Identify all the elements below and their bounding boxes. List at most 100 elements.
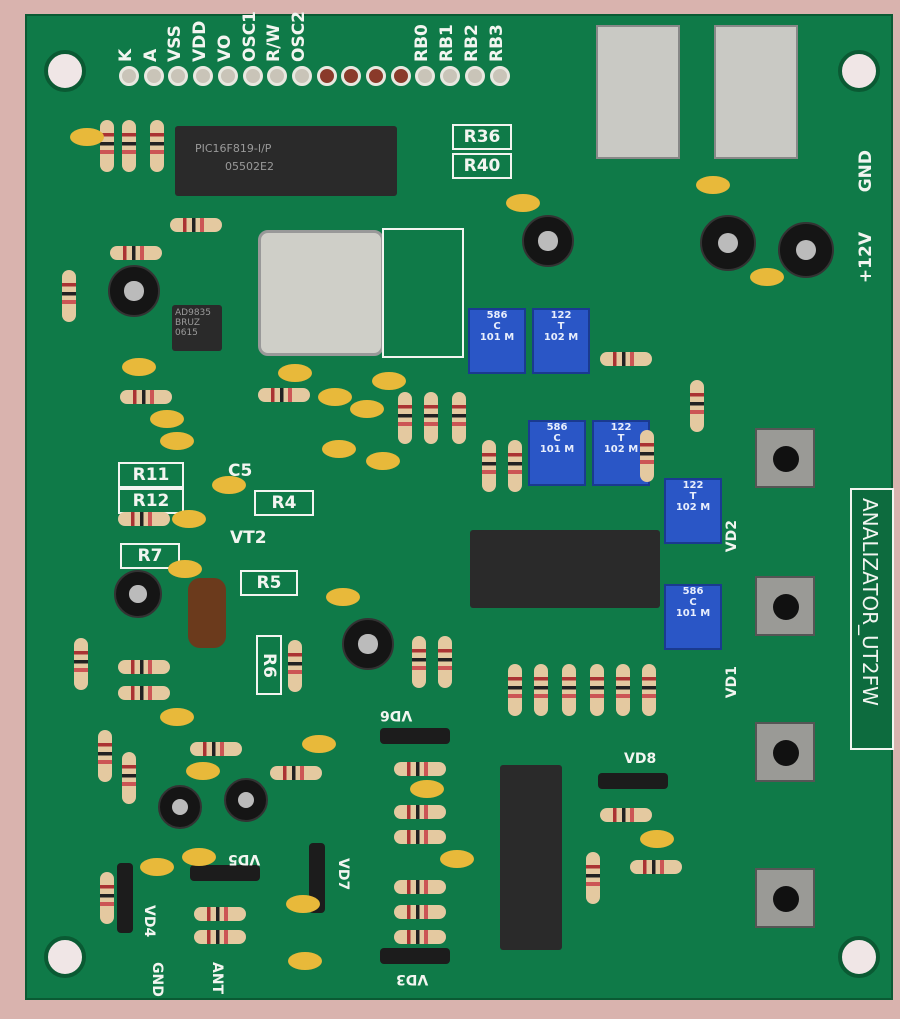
mounting-hole bbox=[44, 936, 86, 978]
resistor bbox=[100, 872, 114, 924]
header-pin bbox=[341, 66, 362, 86]
trimmer-code: T bbox=[617, 433, 625, 444]
ceramic-capacitor bbox=[410, 780, 444, 798]
resistor bbox=[508, 440, 522, 492]
resistor bbox=[394, 830, 446, 844]
mcu-lot: 05502E2 bbox=[225, 160, 274, 173]
pin-label: R/W bbox=[264, 23, 285, 62]
resistor bbox=[562, 664, 576, 716]
trimmer-code: 122 bbox=[610, 422, 632, 433]
push-button[interactable] bbox=[755, 576, 815, 636]
resistor bbox=[398, 392, 412, 444]
electrolytic-capacitor bbox=[778, 222, 834, 278]
ceramic-capacitor bbox=[182, 848, 216, 866]
header-pin bbox=[489, 66, 510, 86]
resistor bbox=[118, 512, 170, 526]
header-pin bbox=[291, 66, 312, 86]
pin-label: RB2 bbox=[461, 24, 482, 62]
pin-label: OSC2 bbox=[288, 11, 309, 62]
r11-label: R11 bbox=[118, 462, 184, 488]
ceramic-capacitor bbox=[640, 830, 674, 848]
ceramic-capacitor bbox=[212, 476, 246, 494]
resistor bbox=[424, 392, 438, 444]
header-pin bbox=[193, 66, 214, 86]
resistor bbox=[482, 440, 496, 492]
resistor bbox=[194, 930, 246, 944]
push-button[interactable] bbox=[755, 722, 815, 782]
ceramic-capacitor bbox=[302, 735, 336, 753]
vd5-label: VD5 bbox=[228, 851, 261, 867]
resistor bbox=[630, 860, 682, 874]
diode bbox=[380, 728, 450, 744]
transistor bbox=[224, 778, 268, 822]
header-pin bbox=[217, 66, 238, 86]
r12-label: R12 bbox=[118, 488, 184, 514]
trimmer-code: 122 bbox=[682, 480, 704, 491]
ceramic-capacitor bbox=[750, 268, 784, 286]
resistor bbox=[110, 246, 162, 260]
dds-line3: 0615 bbox=[175, 328, 198, 338]
vd8-label: VD8 bbox=[624, 751, 657, 767]
ceramic-capacitor bbox=[696, 176, 730, 194]
dds-part: AD9835 bbox=[175, 308, 211, 318]
ceramic-capacitor bbox=[326, 588, 360, 606]
vd2-label: VD2 bbox=[724, 520, 740, 553]
c5-label: C5 bbox=[228, 461, 253, 481]
trimmer-code: 586 bbox=[486, 310, 508, 321]
header-pin bbox=[119, 66, 139, 86]
vt2-label: VT2 bbox=[230, 528, 267, 548]
resistor bbox=[412, 636, 426, 688]
push-button[interactable] bbox=[755, 428, 815, 488]
trimmer-code: 122 bbox=[550, 310, 572, 321]
vd6-label: VD6 bbox=[380, 707, 413, 723]
dds-chip: AD9835 BRUZ 0615 bbox=[172, 305, 222, 351]
diode bbox=[380, 948, 450, 964]
resistor bbox=[534, 664, 548, 716]
header-pin bbox=[242, 66, 263, 86]
transistor bbox=[114, 570, 162, 618]
resistor bbox=[288, 640, 302, 692]
vd1-label: VD1 bbox=[724, 666, 740, 699]
trimmer-code: C bbox=[553, 433, 561, 444]
voltage-regulator bbox=[714, 25, 798, 159]
mcu-part: PIC16F819-I/P bbox=[195, 142, 272, 155]
pin-label: K bbox=[116, 48, 136, 62]
plus12v-label: +12V bbox=[856, 232, 876, 284]
resistor bbox=[600, 808, 652, 822]
header-pin bbox=[143, 66, 164, 86]
pin-label: VDD bbox=[190, 20, 211, 62]
ceramic-capacitor bbox=[168, 560, 202, 578]
trimmer-code: 586 bbox=[546, 422, 568, 433]
header-pin bbox=[168, 66, 189, 86]
resistor bbox=[394, 930, 446, 944]
electrolytic-capacitor bbox=[342, 618, 394, 670]
trimmer-code: C bbox=[689, 597, 697, 608]
push-button[interactable] bbox=[755, 868, 815, 928]
electrolytic-capacitor bbox=[700, 215, 756, 271]
ceramic-capacitor bbox=[172, 510, 206, 528]
mounting-hole bbox=[44, 50, 86, 92]
trimmer-code: T bbox=[689, 491, 697, 502]
ceramic-capacitor bbox=[186, 762, 220, 780]
trimmer-code: 101 M bbox=[479, 332, 515, 343]
trimmer-code: 102 M bbox=[603, 444, 639, 455]
resistor bbox=[118, 686, 170, 700]
mounting-hole bbox=[838, 936, 880, 978]
trimmer-code: 101 M bbox=[675, 608, 711, 619]
pin-label: OSC1 bbox=[239, 11, 260, 62]
vd3-label: VD3 bbox=[396, 971, 429, 987]
mounting-hole bbox=[838, 50, 880, 92]
diode bbox=[598, 773, 668, 789]
vd4-label: VD4 bbox=[141, 905, 157, 938]
trimmer-code: 101 M bbox=[539, 444, 575, 455]
r36-label: R36 bbox=[452, 124, 512, 150]
resistor bbox=[100, 120, 114, 172]
ceramic-capacitor bbox=[286, 895, 320, 913]
ceramic-capacitor bbox=[150, 410, 184, 428]
